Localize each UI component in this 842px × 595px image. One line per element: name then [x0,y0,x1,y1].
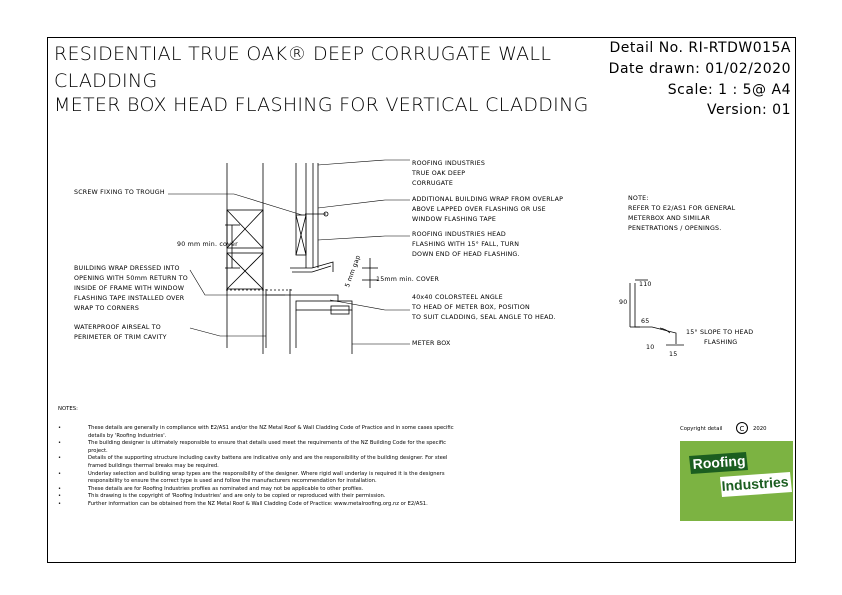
copyright-text: Copyright detail [680,426,723,432]
label-colorsteel-angle: 40x40 COLORSTEEL ANGLE TO HEAD OF METER … [412,294,556,321]
scale: Scale: 1 : 5@ A4 [667,82,791,98]
label-roofing-profile: ROOFING INDUSTRIES TRUE OAK DEEP CORRUGA… [412,160,486,187]
version: Version: 01 [707,102,791,118]
label-airseal: WATERPROOF AIRSEAL TO PERIMETER OF TRIM … [74,324,167,341]
label-additional-wrap: ADDITIONAL BUILDING WRAP FROM OVERLAP AB… [412,196,564,223]
profile-dim-110: 110 [639,281,652,288]
date-drawn: Date drawn: 01/02/2020 [608,61,791,77]
note-item: •This drawing is the copyright of 'Roofi… [58,493,386,500]
copyright-symbol: C [736,422,748,434]
label-building-wrap: BUILDING WRAP DRESSED INTO OPENING WITH … [74,265,188,312]
title-line-2: CLADDING [54,70,158,92]
title-line-3: METER BOX HEAD FLASHING FOR VERTICAL CLA… [54,94,589,116]
notes-heading: NOTES: [58,406,78,412]
label-head-flashing: ROOFING INDUSTRIES HEAD FLASHING WITH 15… [412,231,520,258]
drawing-frame [47,37,796,563]
notes-list: •These details are generally in complian… [58,425,458,509]
label-meter-box: METER BOX [412,340,451,347]
copyright-year: 2020 [753,426,767,432]
profile-dim-10: 10 [646,344,655,351]
svg-text:Roofing: Roofing [692,452,746,472]
logo-url: roof.co.nz [706,522,769,537]
profile-dim-15: 15 [669,351,678,358]
note-item: •The building designer is ultimately res… [58,440,447,454]
profile-slope-note: 15° SLOPE TO HEAD FLASHING [686,329,754,346]
detail-number: Detail No. RI-RTDW015A [609,40,791,56]
note-item: •Underlay selection and building wrap ty… [58,470,445,485]
label-screw-fixing: SCREW FIXING TO TROUGH [74,189,165,196]
general-note: NOTE: REFER TO E2/AS1 FOR GENERAL METERB… [628,195,736,232]
note-item: •Details of the supporting structure inc… [58,455,448,469]
note-item: •These details are generally in complian… [58,425,454,439]
note-item: •Further information can be obtained fro… [58,500,428,507]
svg-text:Industries: Industries [721,473,789,494]
title-line-1: RESIDENTIAL TRUE OAK® DEEP CORRUGATE WAL… [54,43,552,65]
note-item: •These details are for Roofing Industrie… [58,485,364,492]
dimension-90mm: 90 mm min. cover [177,241,238,248]
profile-dim-90: 90 [619,299,628,306]
dimension-15mm: 15mm min. COVER [376,276,440,283]
profile-dim-65: 65 [641,318,650,325]
